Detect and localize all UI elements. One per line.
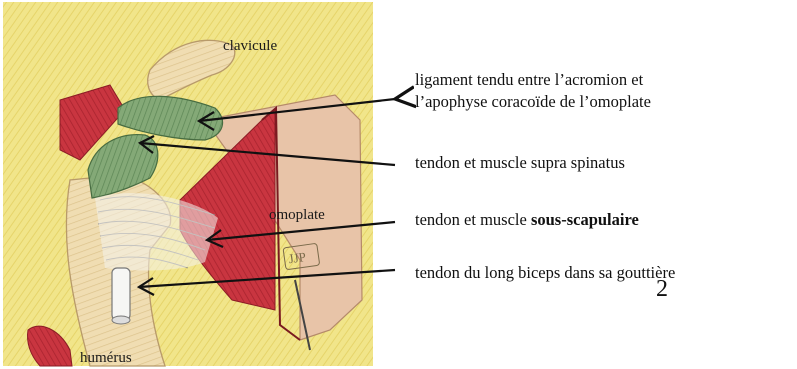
page-number: 2 [656, 276, 668, 303]
caption-ligament: ligament tendu entre l’acromion et l’apo… [415, 69, 651, 113]
label-humerus: humérus [80, 350, 132, 367]
svg-text:JJP: JJP [288, 249, 307, 266]
caption-subscapularis-bold: sous-scapulaire [531, 210, 639, 229]
biceps-tendon [112, 268, 130, 320]
caption-ligament-line1: ligament tendu entre l’acromion et [415, 69, 651, 91]
biceps-tendon-end [112, 316, 130, 324]
caption-subscapularis: tendon et muscle sous-scapulaire [415, 209, 639, 231]
label-clavicle: clavicule [223, 38, 277, 55]
caption-supraspinatus: tendon et muscle supra spinatus [415, 152, 625, 174]
label-scapula: omoplate [269, 207, 325, 224]
caption-subscapularis-prefix: tendon et muscle [415, 210, 531, 229]
caption-ligament-line2: l’apophyse coracoïde de l’omoplate [415, 91, 651, 113]
caption-biceps: tendon du long biceps dans sa gouttière [415, 262, 675, 284]
